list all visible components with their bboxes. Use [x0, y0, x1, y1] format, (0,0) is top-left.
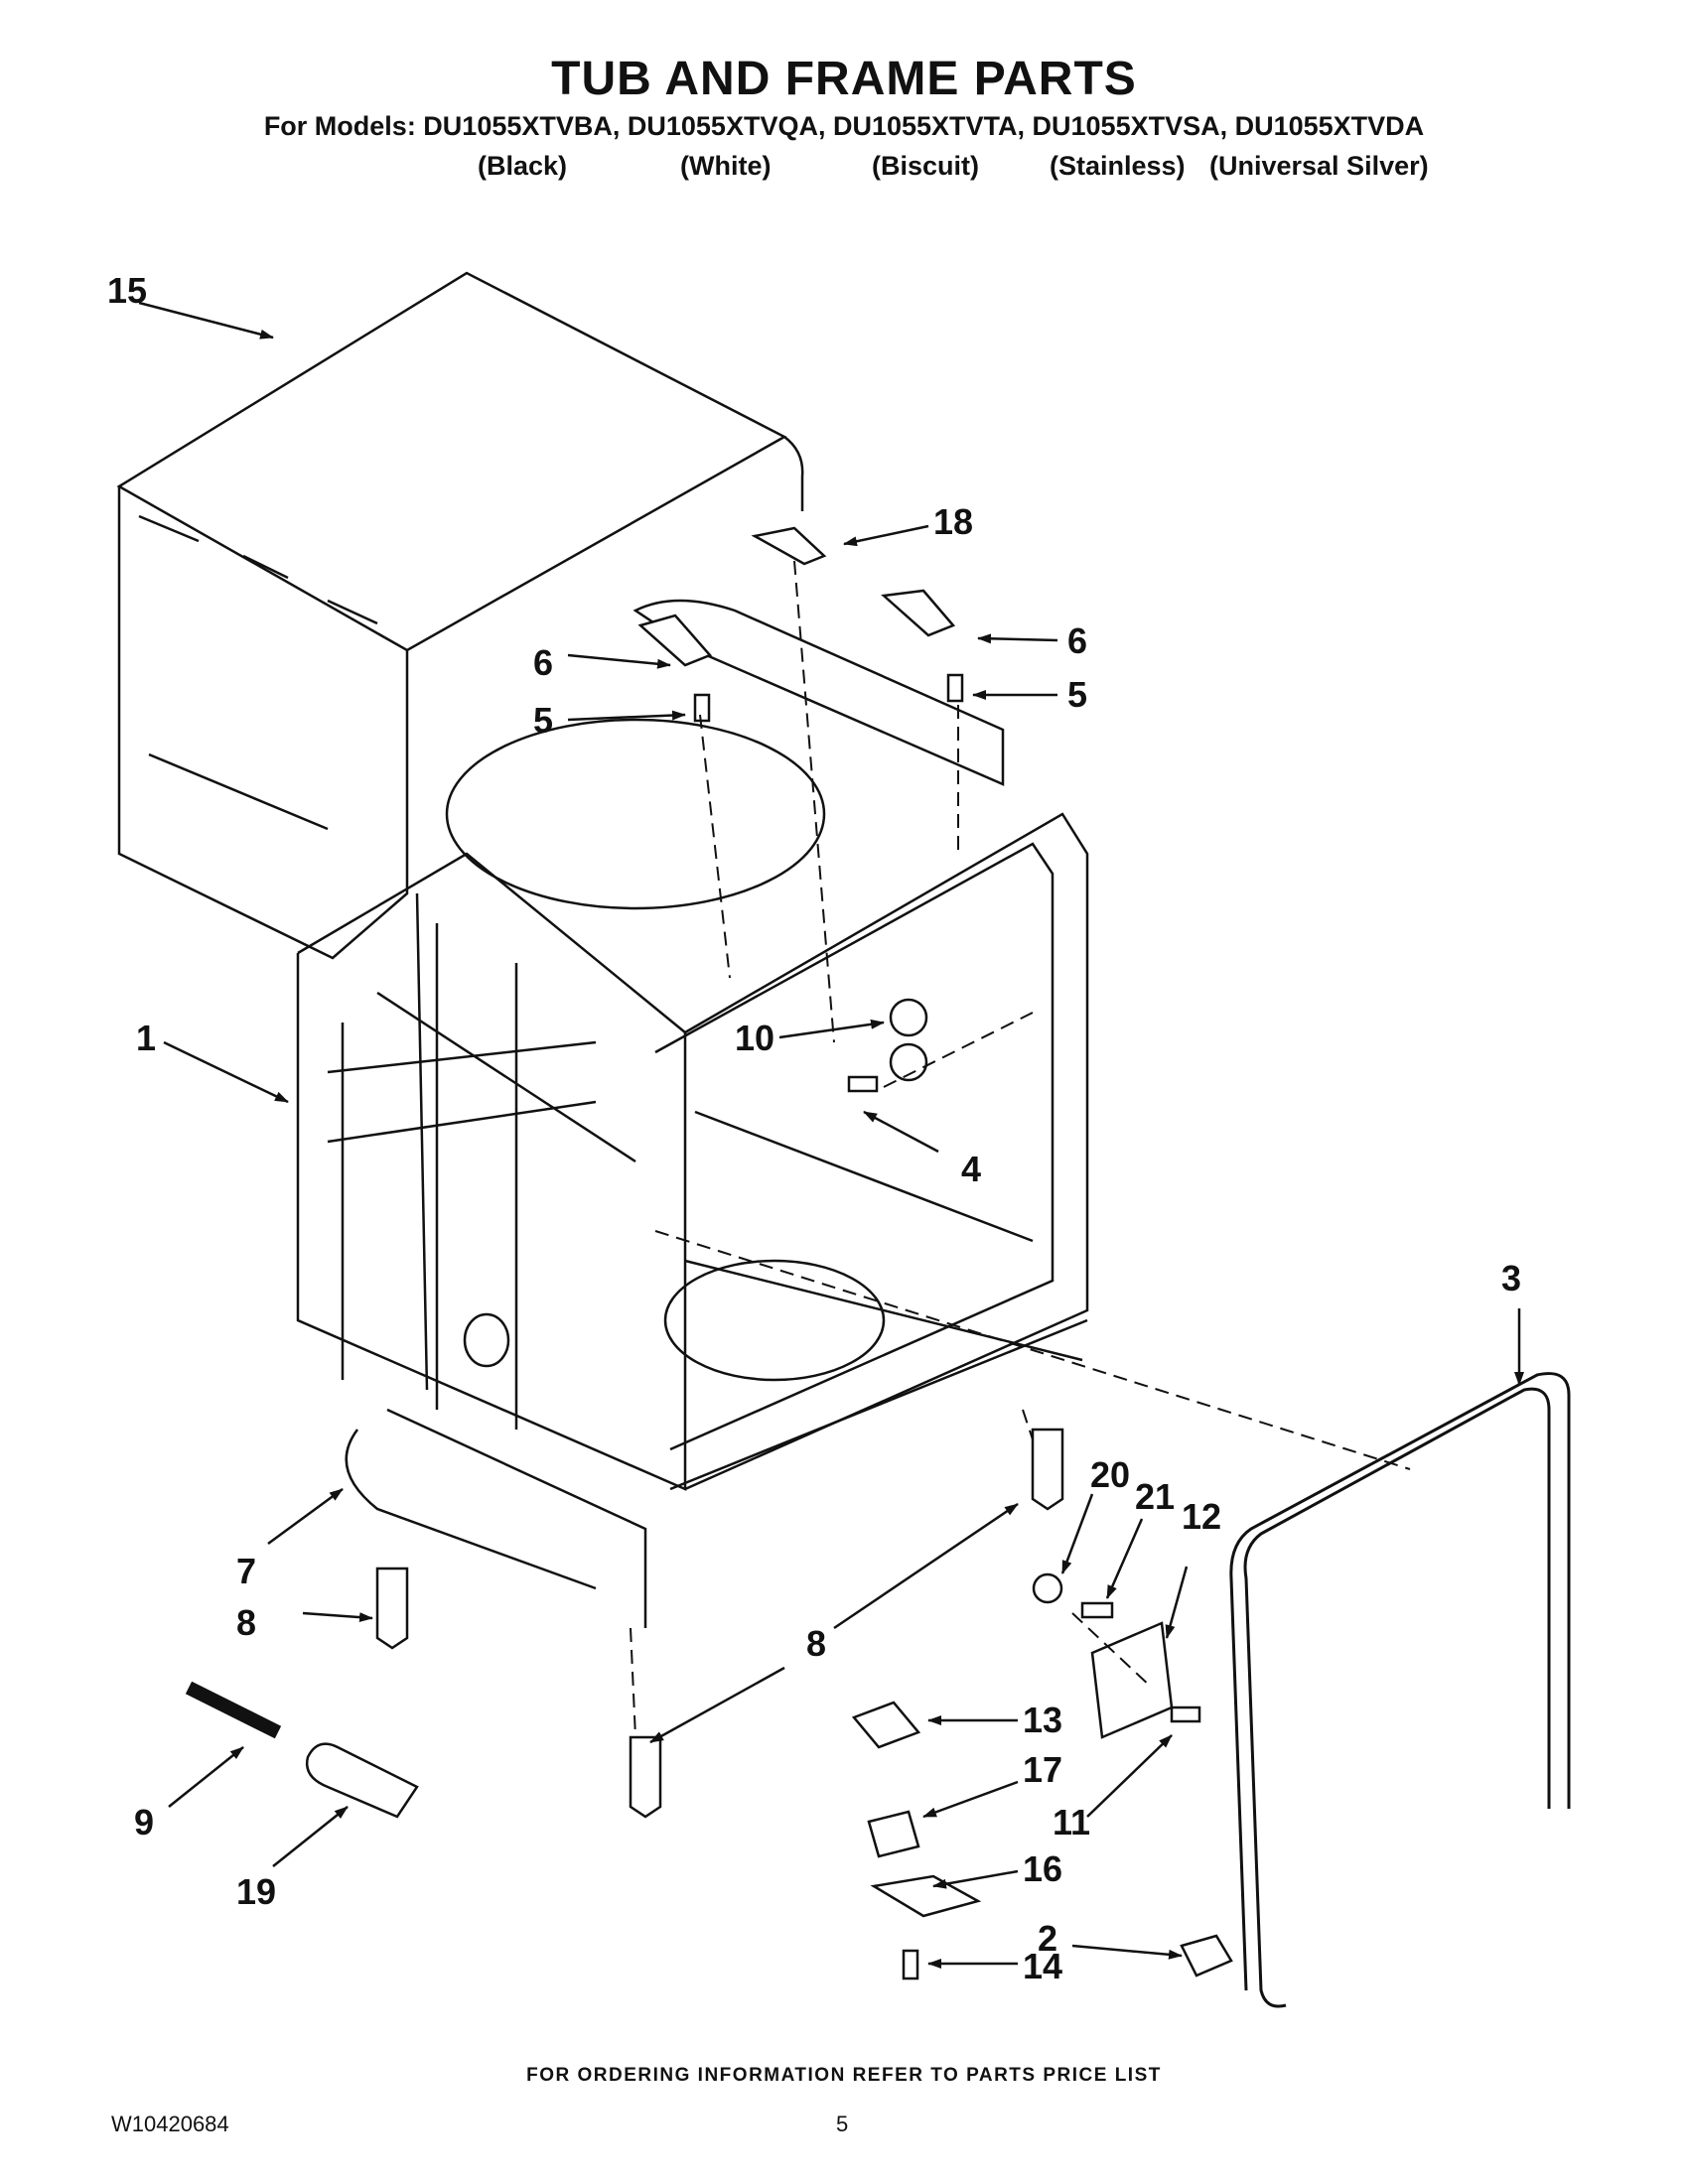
variant-stainless: (Stainless) — [1050, 151, 1186, 181]
hinge-bracket-18 — [751, 526, 827, 566]
grommet-10a — [889, 998, 928, 1037]
bracket-16 — [870, 1874, 982, 1918]
door-gasket — [1229, 1372, 1571, 2008]
callout-11: 11 — [1053, 1802, 1090, 1843]
callout-14: 14 — [1023, 1946, 1062, 1986]
models-line: For Models: DU1055XTVBA, DU1055XTVQA, DU… — [263, 111, 1425, 141]
callout-20: 20 — [1090, 1454, 1130, 1495]
spring-9 — [185, 1681, 282, 1739]
callout-16: 16 — [1023, 1848, 1062, 1889]
variant-universal-silver: (Universal Silver) — [1209, 151, 1429, 181]
callout-3: 3 — [1501, 1258, 1521, 1298]
leveling-leg-right — [1031, 1428, 1064, 1511]
callout-1: 1 — [136, 1018, 156, 1058]
callout-6-left: 6 — [533, 642, 553, 683]
bracket-6-left — [637, 614, 713, 667]
variant-black: (Black) — [478, 151, 568, 181]
thermostat-17 — [867, 1810, 920, 1858]
callout-5-right: 5 — [1067, 674, 1087, 715]
callout-12: 12 — [1182, 1496, 1221, 1537]
callout-8-center: 8 — [806, 1623, 826, 1664]
grommet-10b — [889, 1042, 928, 1082]
hardware-parts — [185, 526, 1233, 1980]
callout-21: 21 — [1135, 1476, 1175, 1517]
insulation-blanket — [116, 271, 804, 960]
callout-15: 15 — [107, 270, 147, 311]
page-number: 5 — [836, 2112, 849, 2136]
screw-14 — [902, 1949, 919, 1980]
callout-10: 10 — [735, 1018, 774, 1058]
variant-biscuit: (Biscuit) — [872, 151, 979, 181]
variant-white: (White) — [680, 151, 772, 181]
callout-2: 2 — [1038, 1918, 1057, 1959]
nut-20 — [1032, 1572, 1063, 1604]
callout-19: 19 — [236, 1871, 276, 1912]
page-title: TUB AND FRAME PARTS — [551, 53, 1137, 105]
cover-19 — [305, 1742, 419, 1819]
callout-8-left: 8 — [236, 1602, 256, 1643]
screw-5-right — [946, 673, 964, 703]
callout-7: 7 — [236, 1551, 256, 1591]
callout-17: 17 — [1023, 1749, 1062, 1790]
callout-9: 9 — [134, 1802, 154, 1843]
strike-2 — [1180, 1934, 1233, 1978]
document-number: W10420684 — [111, 2112, 229, 2136]
leader-arrows — [138, 301, 1524, 1969]
callout-13: 13 — [1023, 1700, 1062, 1740]
screw-4 — [847, 1075, 879, 1093]
callout-6-right: 6 — [1067, 620, 1087, 661]
screw-11 — [1170, 1706, 1201, 1723]
callout-4: 4 — [961, 1149, 981, 1189]
leveling-leg-front — [629, 1735, 662, 1819]
leveling-leg-left — [375, 1567, 409, 1650]
bracket-12 — [1090, 1621, 1174, 1739]
ordering-note: FOR ORDERING INFORMATION REFER TO PARTS … — [526, 2065, 1162, 2086]
callout-18: 18 — [933, 501, 973, 542]
screw-21 — [1080, 1601, 1114, 1619]
callout-5-left: 5 — [533, 700, 553, 741]
alignment-lines — [630, 560, 1411, 1738]
screw-5-left — [693, 693, 711, 723]
tub-body — [296, 599, 1089, 1628]
bracket-6-right — [881, 589, 956, 637]
shield-13 — [851, 1701, 921, 1749]
